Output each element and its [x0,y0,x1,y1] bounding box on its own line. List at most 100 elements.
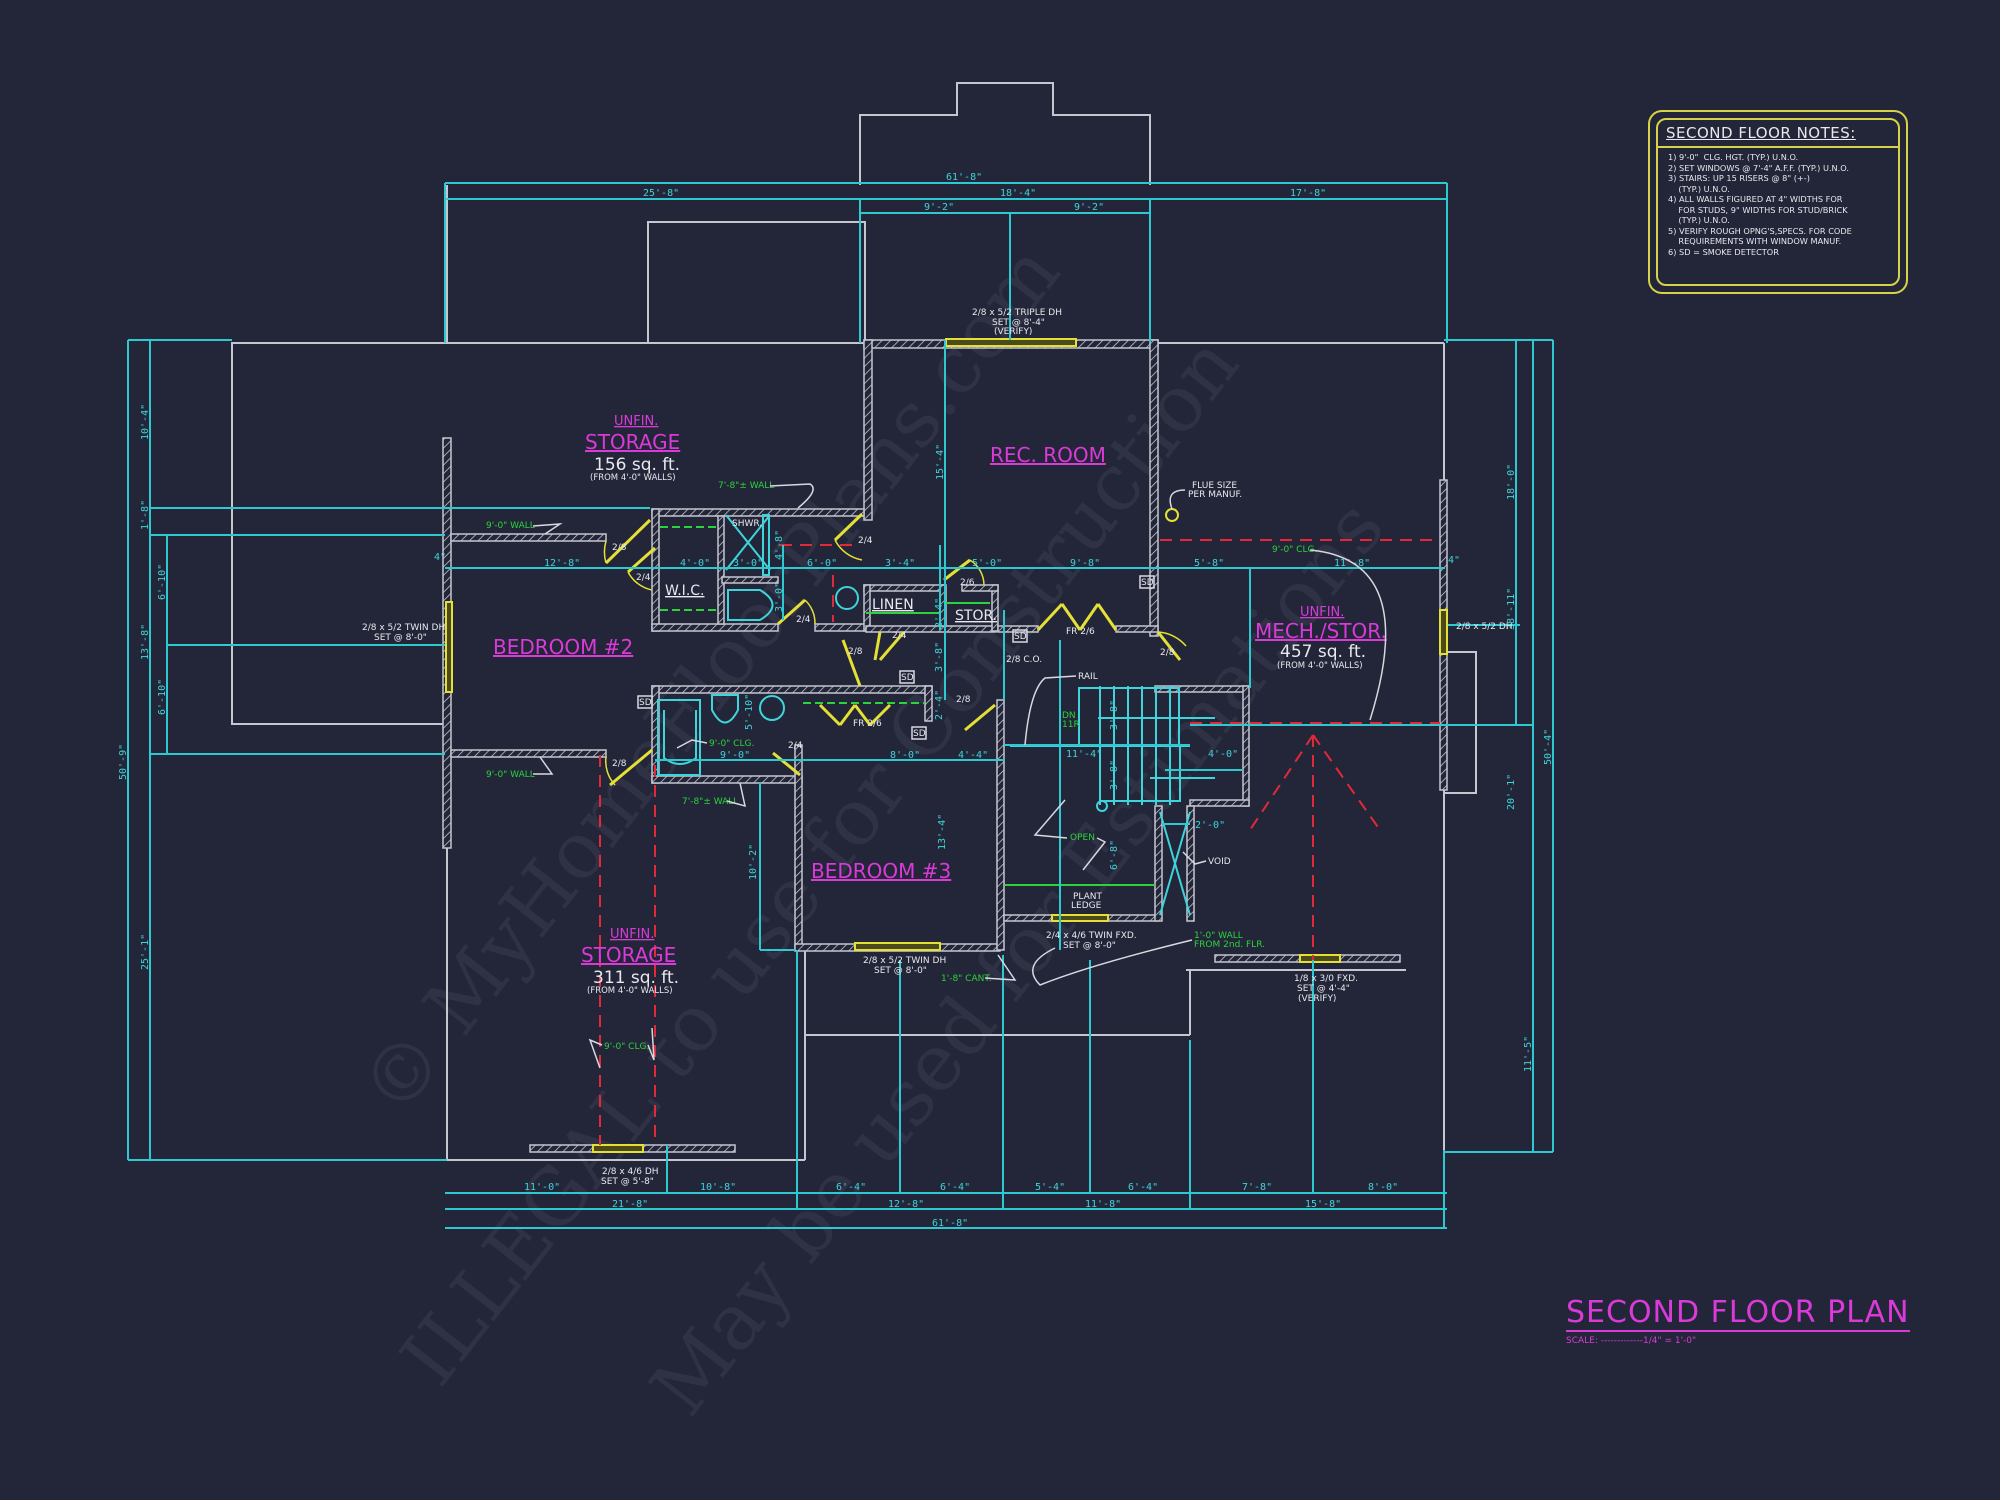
dim-bot-e: 5'-4" [1035,1182,1065,1193]
dim-int-10: 11'-8" [1334,558,1370,569]
dim-right-b: 20'-1" [1506,774,1517,810]
cased-opening-label: 2/8 C.O. [1006,655,1042,665]
note-item: (TYP.) U.N.O. [1668,183,1730,194]
window-label: 1/8 x 3/0 FXD. [1294,974,1358,984]
dim-int-26: 6'-8" [1109,840,1120,870]
door-size-label: 2/8 [1160,648,1175,658]
flue-icon [1165,508,1179,522]
notes-heading: SECOND FLOOR NOTES: [1666,124,1856,142]
door-size-label: 2/8 [848,647,863,657]
building-outline [231,82,1477,1161]
wic-label: W.I.C. [665,583,705,599]
dim-int-16: 9'-0" [720,750,750,761]
linen-label: LINEN [872,597,914,613]
note-item: 6) SD = SMOKE DETECTOR [1668,246,1779,257]
window-label: SET @ 5'-8" [601,1177,654,1187]
dim-int-22: 11'-4" [1066,749,1102,760]
window-label: SET @ 8'-4" [992,318,1045,328]
window-label: SET @ 4'-4" [1297,984,1350,994]
wall-note: 9'-0" WALL [486,770,535,780]
dim-int-5: 6'-0" [807,558,837,569]
dimension-labels: 61'-8" 25'-8" 18'-4" 17'-8" 9'-2" 9'-2" … [118,172,1554,1229]
dim-bot-overall: 61'-8" [932,1218,968,1229]
dim-int-27: 2'-0" [1195,820,1225,831]
dim-int-13: 3'-8" [934,642,945,672]
window-label: 2/8 x 5/2 TWIN DH [362,623,445,633]
dim-bot-g: 7'-8" [1242,1182,1272,1193]
dim-top-left: 25'-8" [643,188,679,199]
storage-top-sub: (FROM 4'-0" WALLS) [590,473,676,483]
french-door-label: FR 2/6 [1066,627,1095,637]
notes-inner-frame: SECOND FLOOR NOTES: 1) 9'-0" CLG. HGT. (… [1656,118,1900,286]
plan-scale: SCALE: -------------1/4" = 1'-0" [1566,1336,1697,1346]
dim-int-28: 4" [434,552,446,563]
smoke-detector-icon: SD [639,698,652,708]
annotations: FLUE SIZE PER MANUF. 7'-8"± WALL 9'-0" W… [486,481,1387,1069]
dim-int-9: 5'-8" [1194,558,1224,569]
cant-note: 1'-8" CANT. [941,974,992,984]
smoke-detectors: SD SD SD SD SD [637,575,1155,740]
wall-note: 7'-8"± WALL [718,481,774,491]
dim-int-21: 13'-4" [937,814,948,850]
doors [603,512,1187,787]
note-item: 5) VERIFY ROUGH OPNG'S,SPECS. FOR CODE [1668,225,1852,236]
dim-int-3: 3'-0" [733,558,763,569]
open-note: OPEN [1070,833,1095,843]
smoke-detector-icon: SD [901,673,914,683]
notes-list: 1) 9'-0" CLG. HGT. (TYP.) U.N.O. 2) SET … [1668,152,1892,257]
dim-int-14: 15'-4" [935,444,946,480]
watermark: © MyHomeFloorPlans.com ILLEGAL to use fo… [344,229,1402,1432]
window-label: SET @ 8'-0" [874,966,927,976]
dim-int-17: 8'-0" [890,750,920,761]
note-item: REQUIREMENTS WITH WINDOW MANUF. [1668,236,1842,246]
door-size-label: 2/4 [788,741,803,751]
dim-right-a: 18'-0" [1506,464,1517,500]
flue-note: PER MANUF. [1188,490,1242,500]
bath-fixtures [657,514,859,776]
window-label: SET @ 8'-0" [1063,941,1116,951]
flue-note: FLUE SIZE [1192,481,1237,491]
stor-label: STOR. [955,608,997,624]
dim-bot-f: 6'-4" [1128,1182,1158,1193]
dim-int-11: 3'-0" [774,582,785,612]
window-label: 2/8 x 5/2 TWIN DH [863,956,946,966]
rail-label: RAIL [1078,672,1098,682]
storage-bot-prefix: UNFIN. [610,927,654,942]
dim-int-8: 9'-8" [1070,558,1100,569]
window-label: 2/8 x 5/2 TRIPLE DH [972,308,1062,318]
window-label: 2/4 x 4/6 TWIN FXD. [1046,931,1137,941]
dim-bot-g1: 21'-8" [612,1199,648,1210]
dim-top-mid: 18'-4" [1000,188,1036,199]
window-label: (VERIFY) [1298,994,1336,1004]
dim-left-c1: 6'-10" [157,564,168,600]
smoke-detector-icon: SD [1141,578,1154,588]
storage-top-name: STORAGE [585,430,680,454]
note-item: 3) STAIRS: UP 15 RISERS @ 8" (+-) [1668,173,1810,183]
dim-int-1: 12'-8" [544,558,580,569]
stair-risers-label: 11R [1062,720,1080,730]
window-label: 2/8 x 5/2 DH [1456,622,1513,632]
door-size-label: 2/8 [612,759,627,769]
door-size-label: 2/4 [636,573,651,583]
void-label: VOID [1208,857,1231,867]
smoke-detector-icon: SD [913,729,926,739]
dim-right-d: 11'-5" [1523,1036,1534,1072]
storage-bot-sub: (FROM 4'-0" WALLS) [587,986,673,996]
dim-bot-g4: 15'-8" [1305,1199,1341,1210]
door-size-label: 2/4 [796,615,811,625]
shelving-lines [660,526,1155,886]
dim-left-c2: 6'-10" [157,679,168,715]
dim-left-d: 25'-1" [140,934,151,970]
plant-ledge-label: PLANT [1073,892,1103,902]
note-item: FOR STUDS, 9" WIDTHS FOR STUD/BRICK [1668,204,1848,215]
hidden-lines [599,539,1440,1145]
window-label: (VERIFY) [994,327,1032,337]
note-item: 1) 9'-0" CLG. HGT. (TYP.) U.N.O. [1668,152,1799,162]
window-label: 2/8 x 4/6 DH [602,1167,659,1177]
dim-left-a: 10'-4" [140,404,151,440]
window-label: SET @ 8'-0" [374,633,427,643]
dim-int-2: 4'-0" [680,558,710,569]
dim-top-overall: 61'-8" [946,172,982,183]
dim-left-overall: 50'-9" [118,744,129,780]
